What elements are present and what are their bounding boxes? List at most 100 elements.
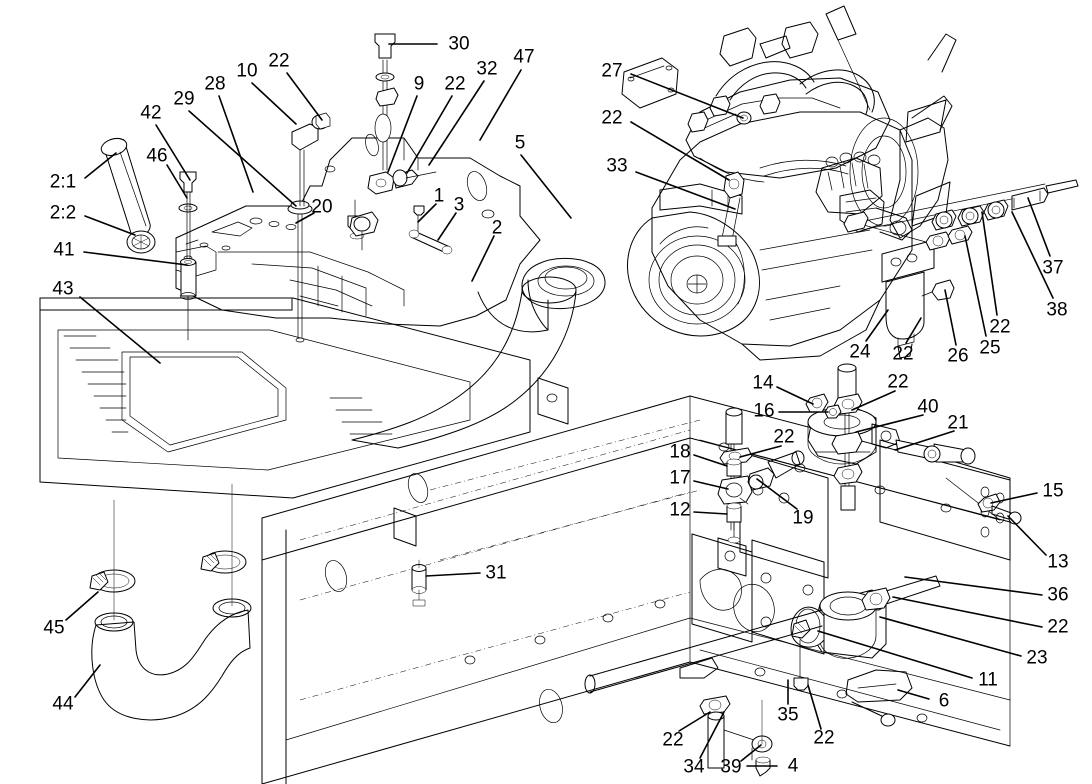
- callout-label-29: 29: [173, 88, 195, 110]
- leader-line-22: [905, 317, 922, 344]
- callout-label-22: 22: [444, 73, 466, 95]
- leader-line-47: [479, 69, 522, 141]
- callout-label-22: 22: [1047, 616, 1069, 638]
- leader-line-24: [865, 309, 889, 342]
- leader-line-18: [693, 454, 728, 467]
- callout-label-14: 14: [752, 372, 774, 394]
- callout-label-25: 25: [979, 337, 1001, 359]
- leader-line-38: [1011, 211, 1054, 299]
- callout-label-34: 34: [683, 756, 705, 778]
- leader-line-12: [693, 511, 728, 515]
- deck-plate-assembly: [175, 133, 606, 449]
- fuel-valve-stack: [717, 407, 805, 544]
- leader-line-41: [83, 251, 188, 266]
- callout-label-36: 36: [1047, 584, 1069, 606]
- callout-label-12: 12: [669, 499, 691, 521]
- leader-line-33: [635, 171, 736, 210]
- callout-label-22: 22: [773, 426, 795, 448]
- fitting-31: [411, 559, 427, 607]
- leader-line-31: [425, 572, 481, 577]
- callout-label-2: 2: [491, 217, 503, 239]
- callout-label-42: 42: [140, 102, 162, 124]
- callout-label-17: 17: [669, 467, 691, 489]
- leader-line-22: [807, 684, 822, 730]
- callout-label-15: 15: [1042, 480, 1064, 502]
- leader-line-22: [892, 596, 1043, 628]
- callout-label-6: 6: [938, 690, 950, 712]
- leader-line-25: [964, 235, 987, 337]
- callout-label-47: 47: [513, 46, 535, 68]
- leader-line-19: [756, 478, 798, 510]
- leader-line-22: [851, 390, 896, 411]
- leader-line-22: [739, 445, 782, 458]
- callout-label-22: 22: [662, 729, 684, 751]
- callout-label-41: 41: [53, 239, 75, 261]
- leader-line-45: [65, 591, 99, 621]
- callout-label-20: 20: [311, 196, 333, 218]
- leader-line-1: [417, 203, 437, 223]
- leader-line-10: [251, 82, 297, 125]
- leader-line-9: [387, 95, 418, 173]
- leader-line-44: [74, 664, 101, 698]
- leader-line-39: [740, 744, 762, 762]
- callout-label-43: 43: [52, 278, 74, 300]
- callout-label-30: 30: [448, 33, 470, 55]
- leader-line-2: [471, 235, 495, 282]
- leader-line-46: [166, 164, 188, 199]
- leader-line-3: [437, 212, 457, 241]
- leader-line-13: [1007, 515, 1047, 556]
- callout-label-45: 45: [43, 617, 65, 639]
- leader-line-2-2: [84, 215, 136, 236]
- callout-label-9: 9: [413, 73, 425, 95]
- callout-label-10: 10: [236, 60, 258, 82]
- hose-clamp-left: [89, 569, 136, 593]
- control-rods: [287, 33, 453, 343]
- lower-hose-assembly: [89, 483, 252, 721]
- callout-label-23: 23: [1026, 647, 1048, 669]
- callout-label-1: 1: [433, 185, 445, 207]
- fuel-pump-lower: [584, 575, 941, 694]
- callout-label-22: 22: [989, 316, 1011, 338]
- callout-label-37: 37: [1042, 257, 1064, 279]
- callout-label-22: 22: [887, 371, 909, 393]
- callout-label-24: 24: [849, 341, 871, 363]
- callout-label-22: 22: [892, 343, 914, 365]
- callout-label-40: 40: [917, 396, 939, 418]
- callout-label-26: 26: [947, 345, 969, 367]
- leader-line-11: [817, 630, 973, 679]
- leader-line-6: [897, 689, 930, 700]
- leader-line-22: [630, 121, 730, 181]
- leader-line-42: [155, 124, 191, 181]
- callout-label-27: 27: [601, 60, 623, 82]
- tank-strap-rod: [178, 171, 198, 341]
- leader-line-5: [520, 154, 572, 219]
- callout-label-16: 16: [753, 400, 775, 422]
- leader-line-37: [1027, 197, 1051, 257]
- leader-line-22: [981, 211, 998, 316]
- callout-label-33: 33: [606, 155, 628, 177]
- leader-line-28: [218, 95, 254, 193]
- leader-line-32: [428, 80, 485, 166]
- leader-line-36: [904, 576, 1043, 596]
- leader-line-26: [944, 289, 957, 346]
- callout-label-22: 22: [268, 50, 290, 72]
- callout-label-2-1: 2:1: [49, 171, 77, 193]
- callout-label-39: 39: [720, 756, 742, 778]
- callout-label-13: 13: [1047, 551, 1069, 573]
- hose-clamp-right: [200, 550, 247, 574]
- leader-line-29: [188, 110, 297, 207]
- frame-assembly: [261, 377, 1011, 784]
- leader-line-34: [699, 711, 725, 759]
- fuel-tank-assembly: [39, 297, 531, 499]
- callout-label-21: 21: [947, 412, 969, 434]
- callout-label-31: 31: [485, 562, 507, 584]
- leader-line-2-1: [84, 152, 117, 179]
- engine-assembly: [621, 5, 957, 361]
- callout-label-4: 4: [787, 755, 799, 777]
- callout-label-2-2: 2:2: [49, 202, 77, 224]
- leader-line-23: [879, 616, 1022, 657]
- callout-label-32: 32: [476, 58, 498, 80]
- callout-label-22: 22: [601, 107, 623, 129]
